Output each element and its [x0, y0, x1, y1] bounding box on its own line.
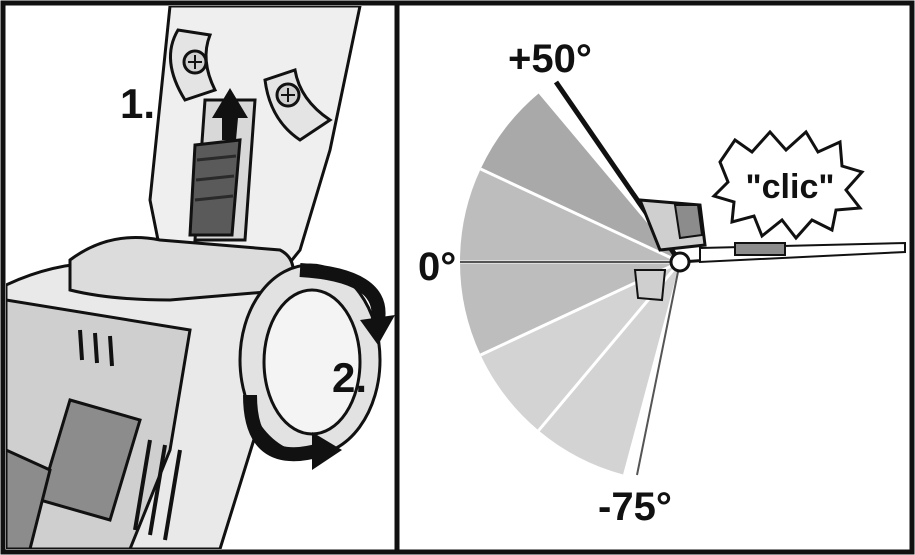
angle-label-bottom: -75° — [598, 485, 672, 529]
housing-panel — [6, 448, 52, 549]
sector-divider — [479, 167, 681, 264]
sound-burst-icon — [711, 129, 865, 241]
arrow-up-icon — [212, 88, 248, 140]
step-1-label: 1. — [120, 80, 155, 127]
vent-slots — [133, 439, 182, 541]
slider-grip — [194, 154, 237, 202]
pivot-joint — [669, 251, 691, 273]
angle-fan — [460, 93, 680, 475]
rotate-arrow-icon — [299, 263, 386, 322]
shaft-grip — [734, 242, 786, 256]
trimmer-head — [673, 204, 704, 240]
angle-sector — [480, 93, 680, 263]
left-panel: 1. 2. — [6, 6, 395, 549]
angle-sector — [538, 262, 680, 475]
housing-panel — [38, 398, 142, 522]
angle-label-top: +50° — [508, 37, 592, 81]
release-slider — [188, 138, 242, 237]
rotate-arrow-icon — [312, 432, 342, 470]
trimmer-head-ghost — [633, 269, 667, 302]
step-2-label: 2. — [332, 354, 367, 401]
angle-label-zero: 0° — [418, 245, 456, 289]
screw-icon — [275, 82, 301, 108]
angle-sector — [480, 262, 680, 431]
right-panel: "clic" +50° 0° -75° — [418, 37, 906, 529]
head-position-bottom — [636, 261, 681, 476]
angle-sector — [460, 262, 680, 355]
rotate-arrow-icon — [360, 315, 395, 345]
vent-slots — [78, 329, 114, 367]
tool-collar — [68, 236, 295, 302]
rotate-arrow-icon — [243, 394, 322, 462]
sound-label: "clic" — [746, 168, 835, 206]
screw-icon — [182, 49, 208, 75]
angle-sector — [460, 169, 680, 262]
